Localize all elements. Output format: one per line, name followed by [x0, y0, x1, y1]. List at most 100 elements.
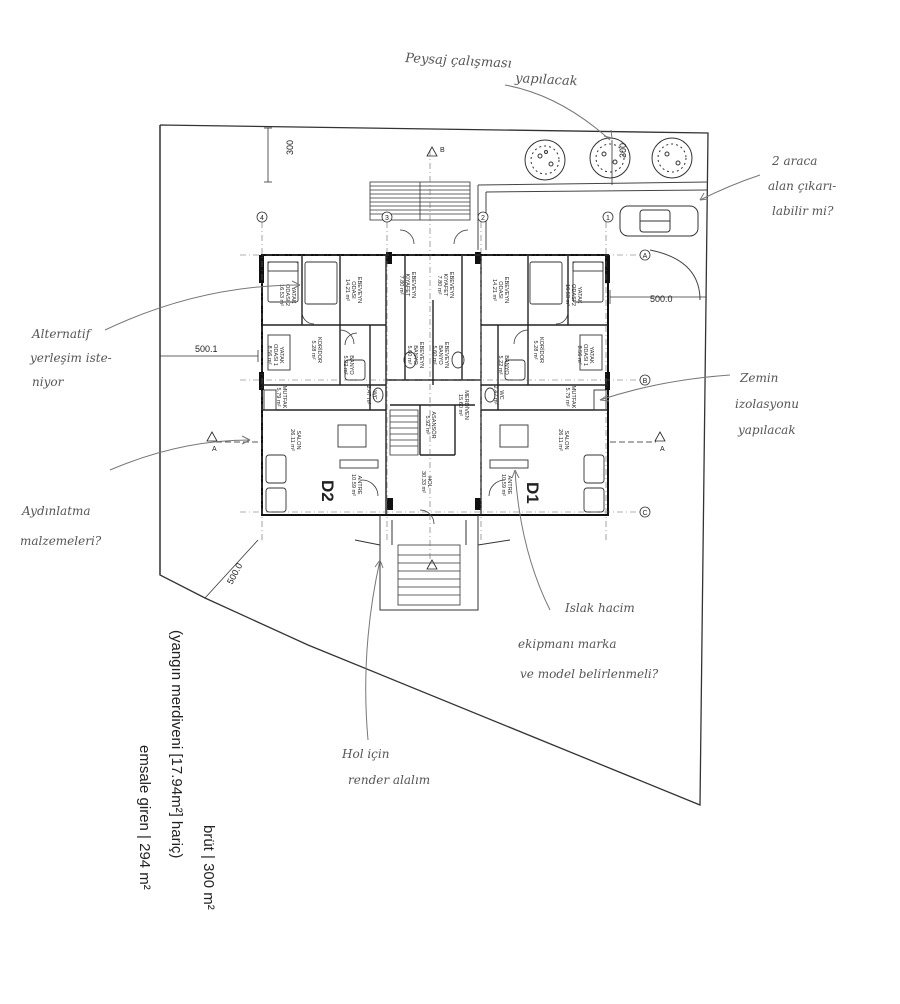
svg-text:Aydınlatma: Aydınlatma [21, 504, 91, 518]
svg-text:BANYO: BANYO [348, 355, 354, 375]
svg-text:5.28 m²: 5.28 m² [310, 341, 316, 360]
svg-text:EBEVEYN: EBEVEYN [418, 342, 424, 368]
svg-text:KIYAFET: KIYAFET [404, 274, 410, 297]
svg-text:SALON: SALON [295, 431, 301, 450]
note-parking: 2 araca alan çıkarı- labilir mi? [768, 154, 836, 218]
svg-text:yapılacak: yapılacak [514, 71, 578, 89]
grid-label-b: B [643, 378, 648, 385]
svg-text:MUTFAK: MUTFAK [281, 386, 287, 409]
svg-text:render alalım: render alalım [348, 773, 430, 787]
svg-text:yerleşim iste-: yerleşim iste- [29, 351, 112, 365]
svg-text:BANYO: BANYO [437, 345, 443, 365]
svg-text:14.21 m²: 14.21 m² [491, 279, 497, 301]
trees [524, 137, 693, 181]
unit-d2: D2 [318, 480, 337, 502]
svg-text:MERDİVEN: MERDİVEN [463, 390, 470, 420]
svg-text:10.59 m²: 10.59 m² [500, 474, 506, 496]
svg-text:5.22 m²: 5.22 m² [497, 356, 503, 375]
grid-label-3: 3 [385, 215, 389, 222]
note-hall-render: Hol için render alalım [341, 747, 430, 787]
summary-emsal: emsale giren | 294 m² [136, 745, 153, 890]
svg-text:alan çıkarı-: alan çıkarı- [768, 179, 836, 193]
svg-text:Islak hacim: Islak hacim [564, 601, 635, 615]
svg-text:labilir mi?: labilir mi? [772, 204, 834, 218]
grid-label-a: A [643, 253, 648, 260]
tree-1 [524, 139, 566, 181]
svg-text:HOL: HOL [426, 476, 432, 488]
svg-text:YATAK: YATAK [278, 346, 284, 363]
svg-text:KIYAFET: KIYAFET [442, 274, 448, 297]
svg-text:15.60 m²: 15.60 m² [457, 394, 463, 416]
grid-lines [240, 150, 640, 560]
door-swings [301, 229, 569, 525]
section-b-top: B [440, 147, 445, 154]
svg-text:Alternatif: Alternatif [31, 327, 93, 341]
svg-text:EBEVEYN: EBEVEYN [410, 272, 416, 298]
svg-text:ANTRE: ANTRE [356, 476, 362, 495]
grid-label-c: C [642, 510, 647, 517]
svg-text:ODASI: ODASI [350, 281, 356, 299]
svg-text:BANYO: BANYO [412, 345, 418, 365]
section-markers [206, 146, 666, 570]
svg-text:5.79 m²: 5.79 m² [564, 388, 570, 407]
svg-text:ekipmanı marka: ekipmanı marka [518, 637, 617, 651]
svg-text:7.80 m²: 7.80 m² [436, 276, 442, 295]
svg-text:EBEVEYN: EBEVEYN [443, 342, 449, 368]
svg-text:2.47 m²: 2.47 m² [365, 386, 371, 405]
svg-text:BANYO: BANYO [503, 355, 509, 375]
exterior-wall-thick [259, 252, 610, 510]
svg-text:8.56 m²: 8.56 m² [576, 346, 582, 365]
svg-text:ODASI 1: ODASI 1 [272, 344, 278, 366]
dim-top: 300 [285, 140, 295, 155]
svg-text:EBEVEYN: EBEVEYN [356, 277, 362, 303]
interior-walls [262, 255, 608, 515]
stairs [369, 181, 471, 606]
svg-text:5.79 m²: 5.79 m² [275, 388, 281, 407]
furniture [263, 261, 607, 513]
dim-right: 500.0 [650, 294, 673, 304]
svg-text:KORİDOR: KORİDOR [316, 337, 323, 363]
svg-text:KORİDOR: KORİDOR [538, 337, 545, 363]
svg-text:5.60 m²: 5.60 m² [406, 346, 412, 365]
car-icon [619, 205, 699, 237]
svg-text:2.47 m²: 2.47 m² [492, 386, 498, 405]
svg-text:EBEVEYN: EBEVEYN [503, 277, 509, 303]
svg-text:16.53 m²: 16.53 m² [564, 284, 570, 306]
svg-text:5.92 m²: 5.92 m² [424, 416, 430, 435]
svg-text:7.80 m²: 7.80 m² [398, 276, 404, 295]
dim-road: 300 [618, 143, 628, 158]
grid-label-2: 2 [481, 215, 485, 222]
svg-text:5.22 m²: 5.22 m² [342, 356, 348, 375]
entrance-porch [354, 515, 511, 611]
svg-text:malzemeleri?: malzemeleri? [20, 534, 102, 548]
svg-text:14.21 m²: 14.21 m² [344, 279, 350, 301]
svg-text:5.60 m²: 5.60 m² [431, 346, 437, 365]
driveway [477, 181, 709, 301]
svg-text:niyor: niyor [32, 375, 65, 389]
svg-text:YATAK: YATAK [588, 346, 594, 363]
svg-text:yapılacak: yapılacak [737, 423, 796, 437]
dim-left: 500.1 [195, 344, 218, 354]
svg-text:YATAK: YATAK [290, 286, 296, 303]
svg-text:WC: WC [371, 390, 377, 399]
svg-text:MUTFAK: MUTFAK [570, 386, 576, 409]
grid-label-1: 1 [606, 215, 610, 222]
note-alt-layout: Alternatif yerleşim iste- niyor [29, 327, 112, 389]
svg-text:5.28 m²: 5.28 m² [532, 341, 538, 360]
svg-text:ASANSÖR: ASANSÖR [430, 411, 437, 438]
room-wc-right: WC2.47 m² [492, 386, 504, 405]
site-boundary [159, 124, 709, 806]
